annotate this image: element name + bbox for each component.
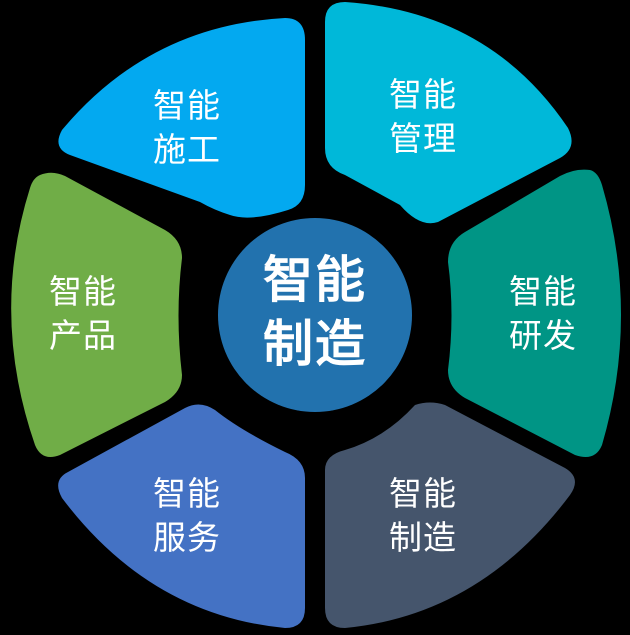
label-line2: 管理 xyxy=(389,119,457,158)
segment-rnd[interactable] xyxy=(448,169,621,458)
segment-management[interactable] xyxy=(325,2,572,224)
segment-manufacturing[interactable] xyxy=(325,402,575,629)
label-line2: 服务 xyxy=(153,518,221,557)
label-product: 智能 产品 xyxy=(23,270,143,358)
center-circle[interactable] xyxy=(218,218,412,412)
label-manufacturing: 智能 制造 xyxy=(363,472,483,560)
label-management: 智能 管理 xyxy=(363,73,483,161)
center-line2: 制造 xyxy=(263,315,367,373)
label-line2: 研发 xyxy=(509,316,577,355)
label-line1: 智能 xyxy=(389,474,457,513)
label-line2: 制造 xyxy=(389,518,457,557)
label-line1: 智能 xyxy=(389,75,457,114)
label-line1: 智能 xyxy=(509,272,577,311)
center-label: 智能 制造 xyxy=(235,248,395,376)
label-line2: 施工 xyxy=(153,130,221,169)
segment-service[interactable] xyxy=(58,404,306,628)
label-construction: 智能 施工 xyxy=(127,84,247,172)
label-rnd: 智能 研发 xyxy=(483,270,603,358)
segment-construction[interactable] xyxy=(58,18,305,218)
segment-product[interactable] xyxy=(11,172,183,458)
label-line1: 智能 xyxy=(153,86,221,125)
label-line1: 智能 xyxy=(49,272,117,311)
center-line1: 智能 xyxy=(263,251,367,309)
label-line1: 智能 xyxy=(153,474,221,513)
label-service: 智能 服务 xyxy=(127,472,247,560)
label-line2: 产品 xyxy=(49,316,117,355)
